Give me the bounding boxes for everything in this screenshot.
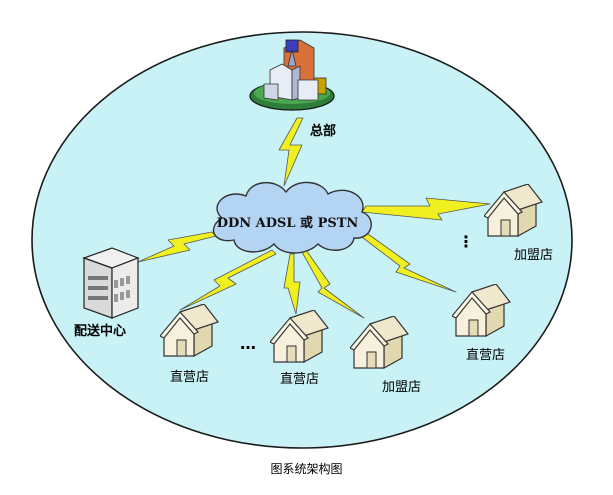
franchise-store-1-label: 加盟店 — [514, 248, 554, 263]
direct-store-1-label: 直营店 — [170, 370, 210, 385]
headquarters-building-icon — [249, 39, 335, 111]
link-franchise-store-1 — [361, 197, 491, 221]
link-headquarters — [278, 117, 304, 187]
distribution-center-label: 配送中心 — [74, 324, 127, 339]
headquarters-label: 总部 — [310, 124, 337, 139]
horizontal-ellipsis: … — [240, 334, 256, 353]
network-cloud — [212, 181, 372, 254]
vertical-ellipsis: ⋮ — [458, 232, 474, 251]
direct-store-2-label: 直营店 — [280, 372, 320, 387]
figure-caption: 图系统架构图 — [270, 462, 343, 476]
network-label: DDN ADSL 或 PSTN — [216, 216, 359, 231]
link-distribution-center — [137, 231, 217, 263]
lightning-links — [137, 117, 491, 319]
link-franchise-store-2 — [301, 249, 365, 319]
direct-store-3-label: 直营店 — [466, 348, 506, 363]
franchise-store-2-label: 加盟店 — [382, 380, 422, 395]
link-direct-store-1 — [179, 249, 277, 311]
server-icon — [82, 247, 140, 319]
link-direct-store-2 — [283, 253, 301, 315]
